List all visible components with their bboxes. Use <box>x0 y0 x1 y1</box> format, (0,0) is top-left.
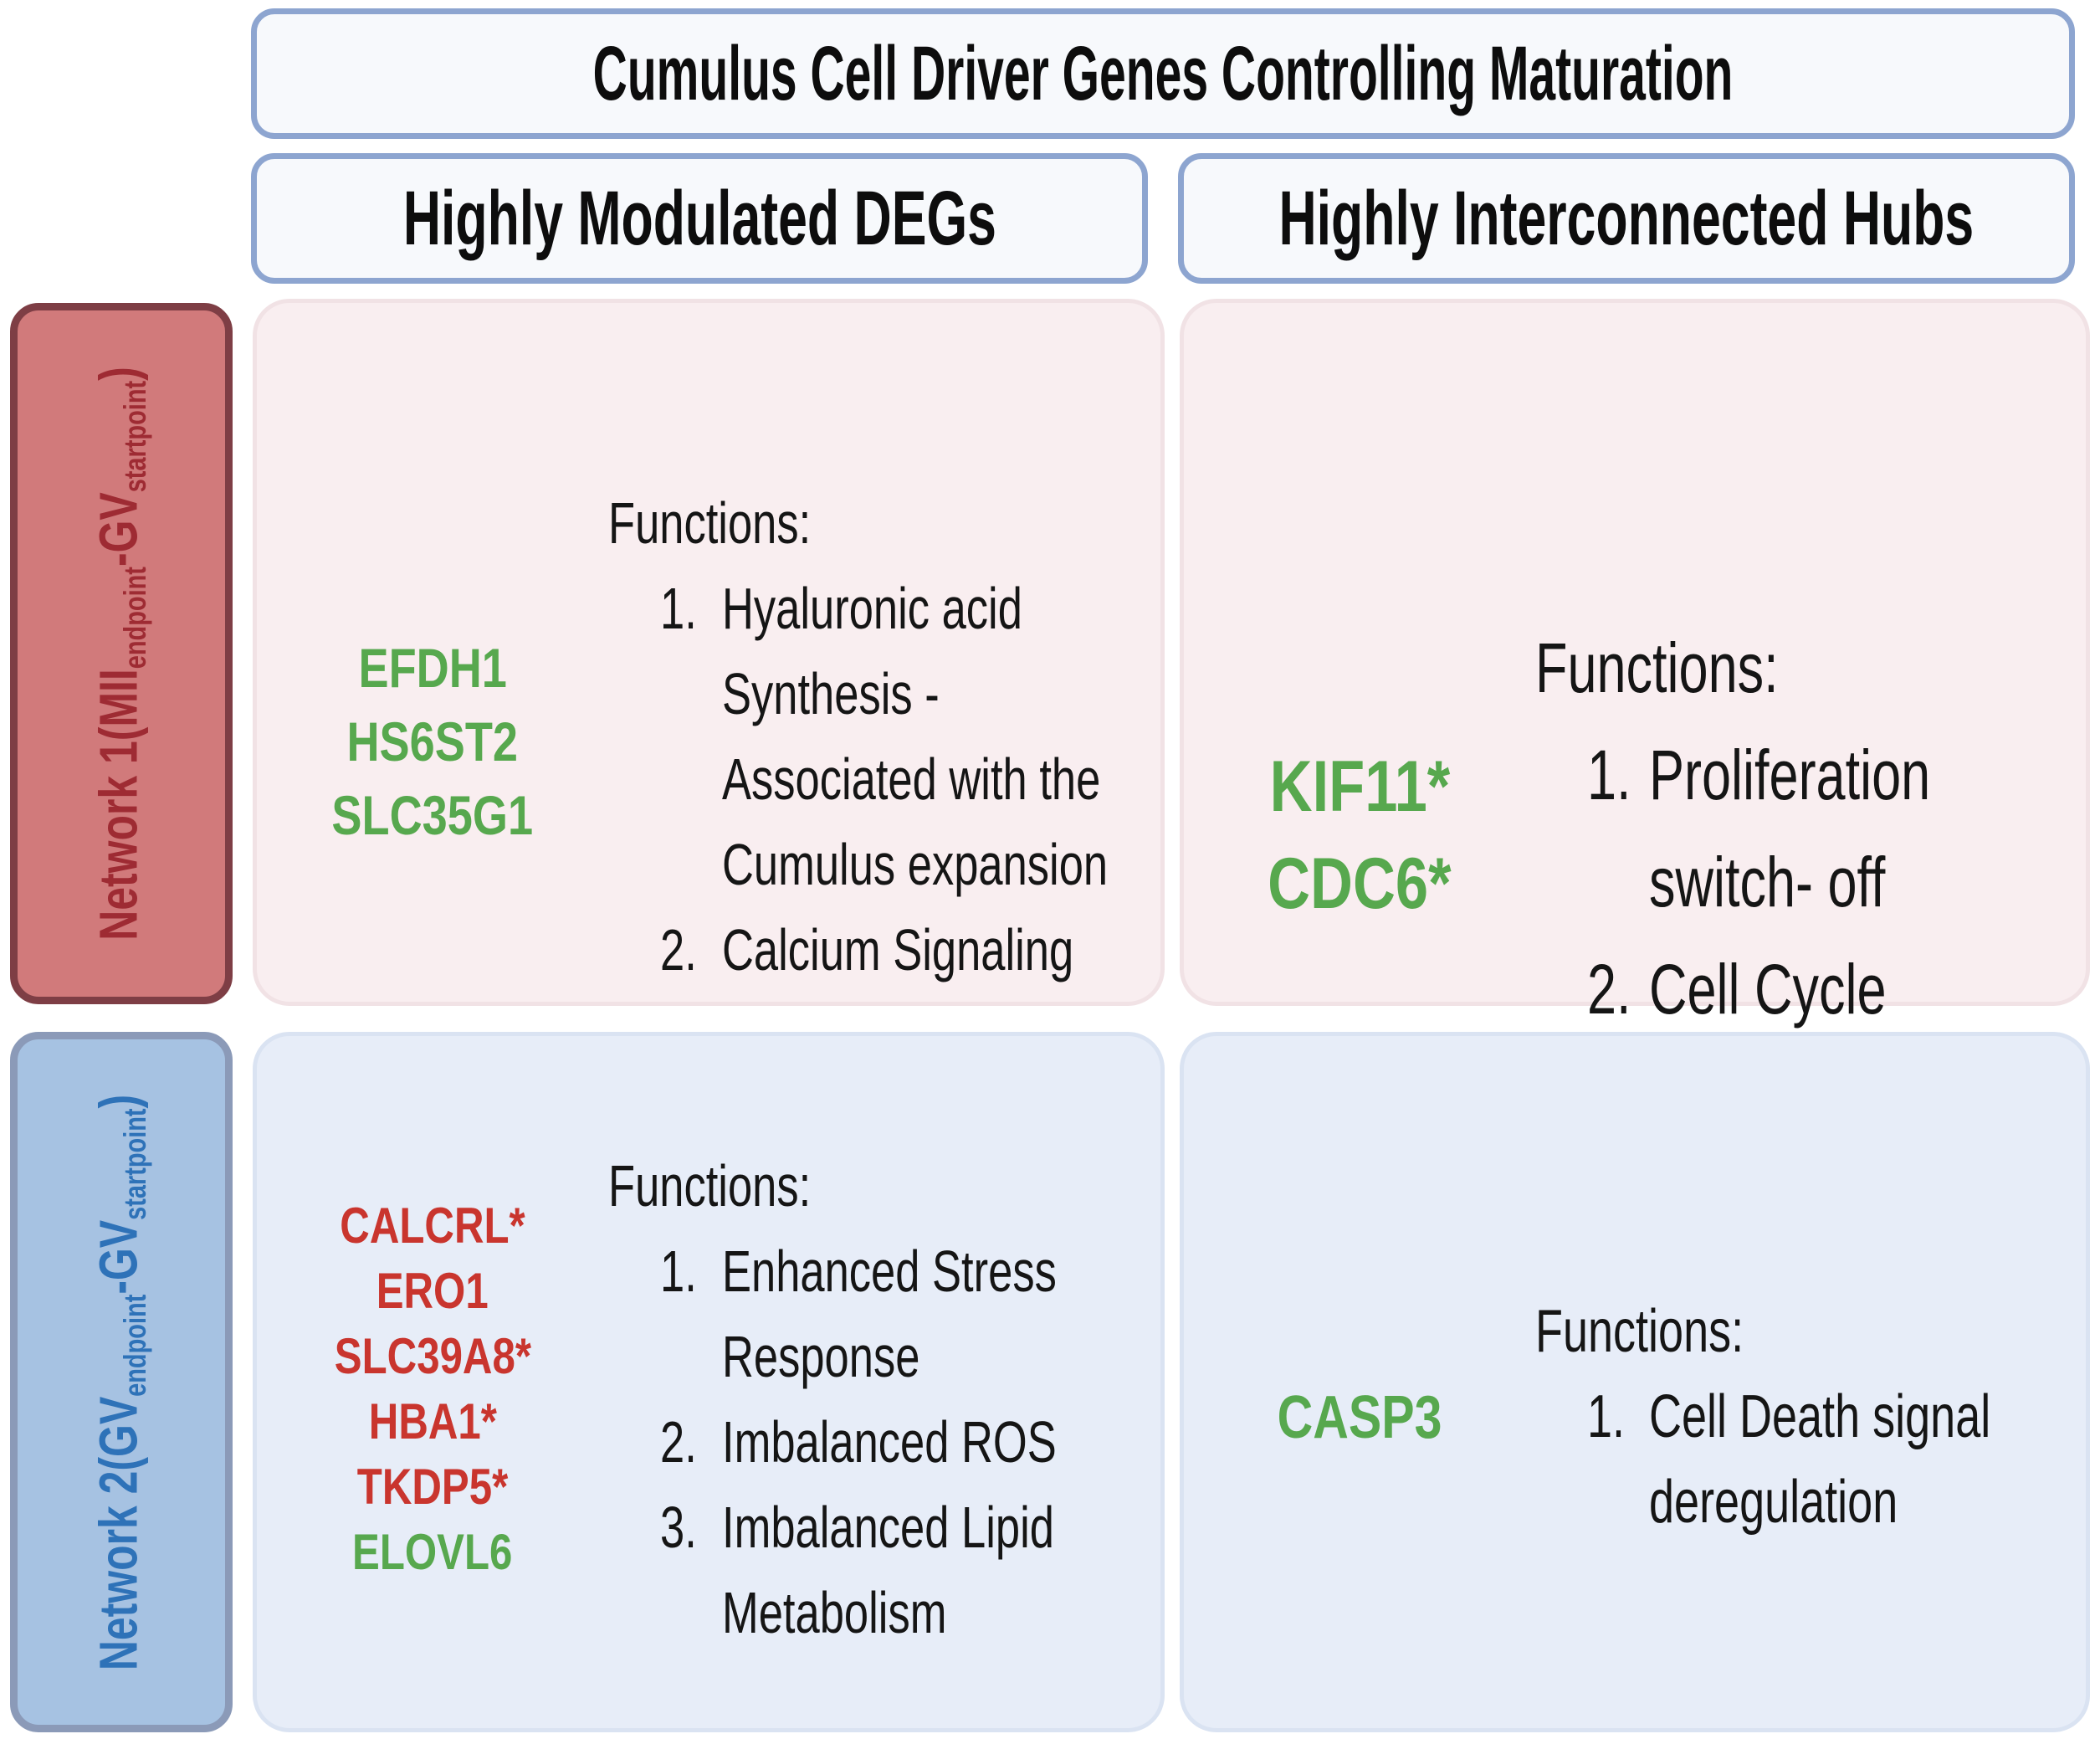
figure-title-box: Cumulus Cell Driver Genes Controlling Ma… <box>251 8 2075 139</box>
function-line: Imbalanced ROS <box>722 1409 1057 1475</box>
gene-list: CASP3 <box>1184 1036 1535 1456</box>
functions-title: Functions: <box>1535 628 1779 707</box>
cell-network1-modulated-degs: EFDH1 HS6ST2 SLC35G1 Functions: 1. Hyalu… <box>253 299 1165 1006</box>
functions-list: Functions: 1. Enhanced Stress Response 2… <box>608 1036 1168 1655</box>
function-number: 2. <box>1587 950 1631 1029</box>
function-item: 2. Imbalanced ROS <box>608 1399 1168 1485</box>
function-line: switch- off <box>1649 843 1886 921</box>
function-line: Imbalanced Lipid <box>722 1495 1054 1560</box>
function-item: 1. Hyaluronic acid Synthesis - Associate… <box>608 566 1237 907</box>
function-line: Proliferation <box>1649 736 1931 814</box>
function-line: Associated with the <box>722 746 1101 812</box>
row-label-network-2: Network 2(GVendpoint-GVstartpoint) <box>10 1032 233 1732</box>
functions-list: Functions: 1. Cell Death signal deregula… <box>1535 1036 2100 1545</box>
function-item: 2. Calcium Signaling <box>608 907 1237 993</box>
function-line: Calcium Signaling <box>722 917 1074 982</box>
column-header-label: Highly Modulated DEGs <box>402 175 996 261</box>
gene-name: CDC6* <box>1268 844 1452 924</box>
function-number: 1. <box>1587 736 1631 814</box>
figure-title: Cumulus Cell Driver Genes Controlling Ma… <box>592 30 1734 116</box>
function-number: 2. <box>660 917 697 982</box>
gene-list: EFDH1 HS6ST2 SLC35G1 <box>257 303 608 852</box>
gene-list: CALCRL* ERO1 SLC39A8* HBA1* TKDP5* ELOVL… <box>257 1036 608 1585</box>
row-label-network-2-text: Network 2(GVendpoint-GVstartpoint) <box>88 1094 153 1670</box>
function-line: Cumulus expansion <box>722 832 1109 897</box>
function-line: Response <box>722 1324 920 1389</box>
row-label-network-1: Network 1(MIIendpoint-GVstartpoint) <box>10 303 233 1004</box>
gene-name: HS6ST2 <box>346 710 519 772</box>
function-line: Hyaluronic acid <box>722 576 1022 641</box>
function-line: Cell Death signal <box>1649 1383 1991 1450</box>
function-item: 1. Enhanced Stress Response <box>608 1229 1168 1399</box>
row-label-network-1-text: Network 1(MIIendpoint-GVstartpoint) <box>88 367 153 941</box>
function-line: Metabolism <box>722 1580 947 1645</box>
cell-network1-interconnected-hubs: KIF11* CDC6* Functions: 1. Proliferation… <box>1180 299 2090 1029</box>
function-item: 2. Cell Cycle <box>1535 936 2024 1043</box>
functions-title: Functions: <box>1535 1298 1744 1365</box>
gene-list: KIF11* CDC6* <box>1184 303 1535 932</box>
cell-network2-modulated-degs: CALCRL* ERO1 SLC39A8* HBA1* TKDP5* ELOVL… <box>253 1032 1165 1732</box>
column-header-label: Highly Interconnected Hubs <box>1278 175 1975 261</box>
function-number: 1. <box>660 1239 697 1304</box>
column-header-highly-interconnected-hubs: Highly Interconnected Hubs <box>1178 153 2075 284</box>
gene-name: ELOVL6 <box>352 1524 513 1580</box>
function-number: 1. <box>1587 1383 1626 1450</box>
gene-name: TKDP5* <box>356 1459 509 1515</box>
function-line: Synthesis - <box>722 661 940 726</box>
column-header-highly-modulated-degs: Highly Modulated DEGs <box>251 153 1148 284</box>
function-number: 3. <box>660 1495 697 1560</box>
function-number: 1. <box>660 576 697 641</box>
gene-name: HBA1* <box>368 1393 497 1449</box>
gene-name: CASP3 <box>1277 1384 1442 1451</box>
function-item: 1. Proliferation switch- off <box>1535 721 2024 936</box>
cell-network2-interconnected-hubs: CASP3 Functions: 1. Cell Death signal de… <box>1180 1032 2090 1732</box>
gene-name: CALCRL* <box>340 1198 525 1254</box>
gene-name: EFDH1 <box>358 637 507 699</box>
functions-list: Functions: 1. Hyaluronic acid Synthesis … <box>608 303 1237 993</box>
gene-name: SLC39A8* <box>334 1328 531 1384</box>
gene-name: SLC35G1 <box>331 784 534 846</box>
function-line: Cell Cycle <box>1649 950 1887 1029</box>
function-line: Enhanced Stress <box>722 1239 1057 1304</box>
function-number: 2. <box>660 1409 697 1475</box>
function-line: deregulation <box>1649 1469 1898 1536</box>
functions-title: Functions: <box>608 1153 812 1218</box>
function-item: 1. Cell Death signal deregulation <box>1535 1374 2100 1545</box>
gene-name: KIF11* <box>1269 746 1450 827</box>
functions-list: Functions: 1. Proliferation switch- off … <box>1535 303 2086 1043</box>
function-item: 3. Imbalanced Lipid Metabolism <box>608 1485 1168 1655</box>
functions-title: Functions: <box>608 490 812 556</box>
gene-name: ERO1 <box>376 1263 489 1319</box>
